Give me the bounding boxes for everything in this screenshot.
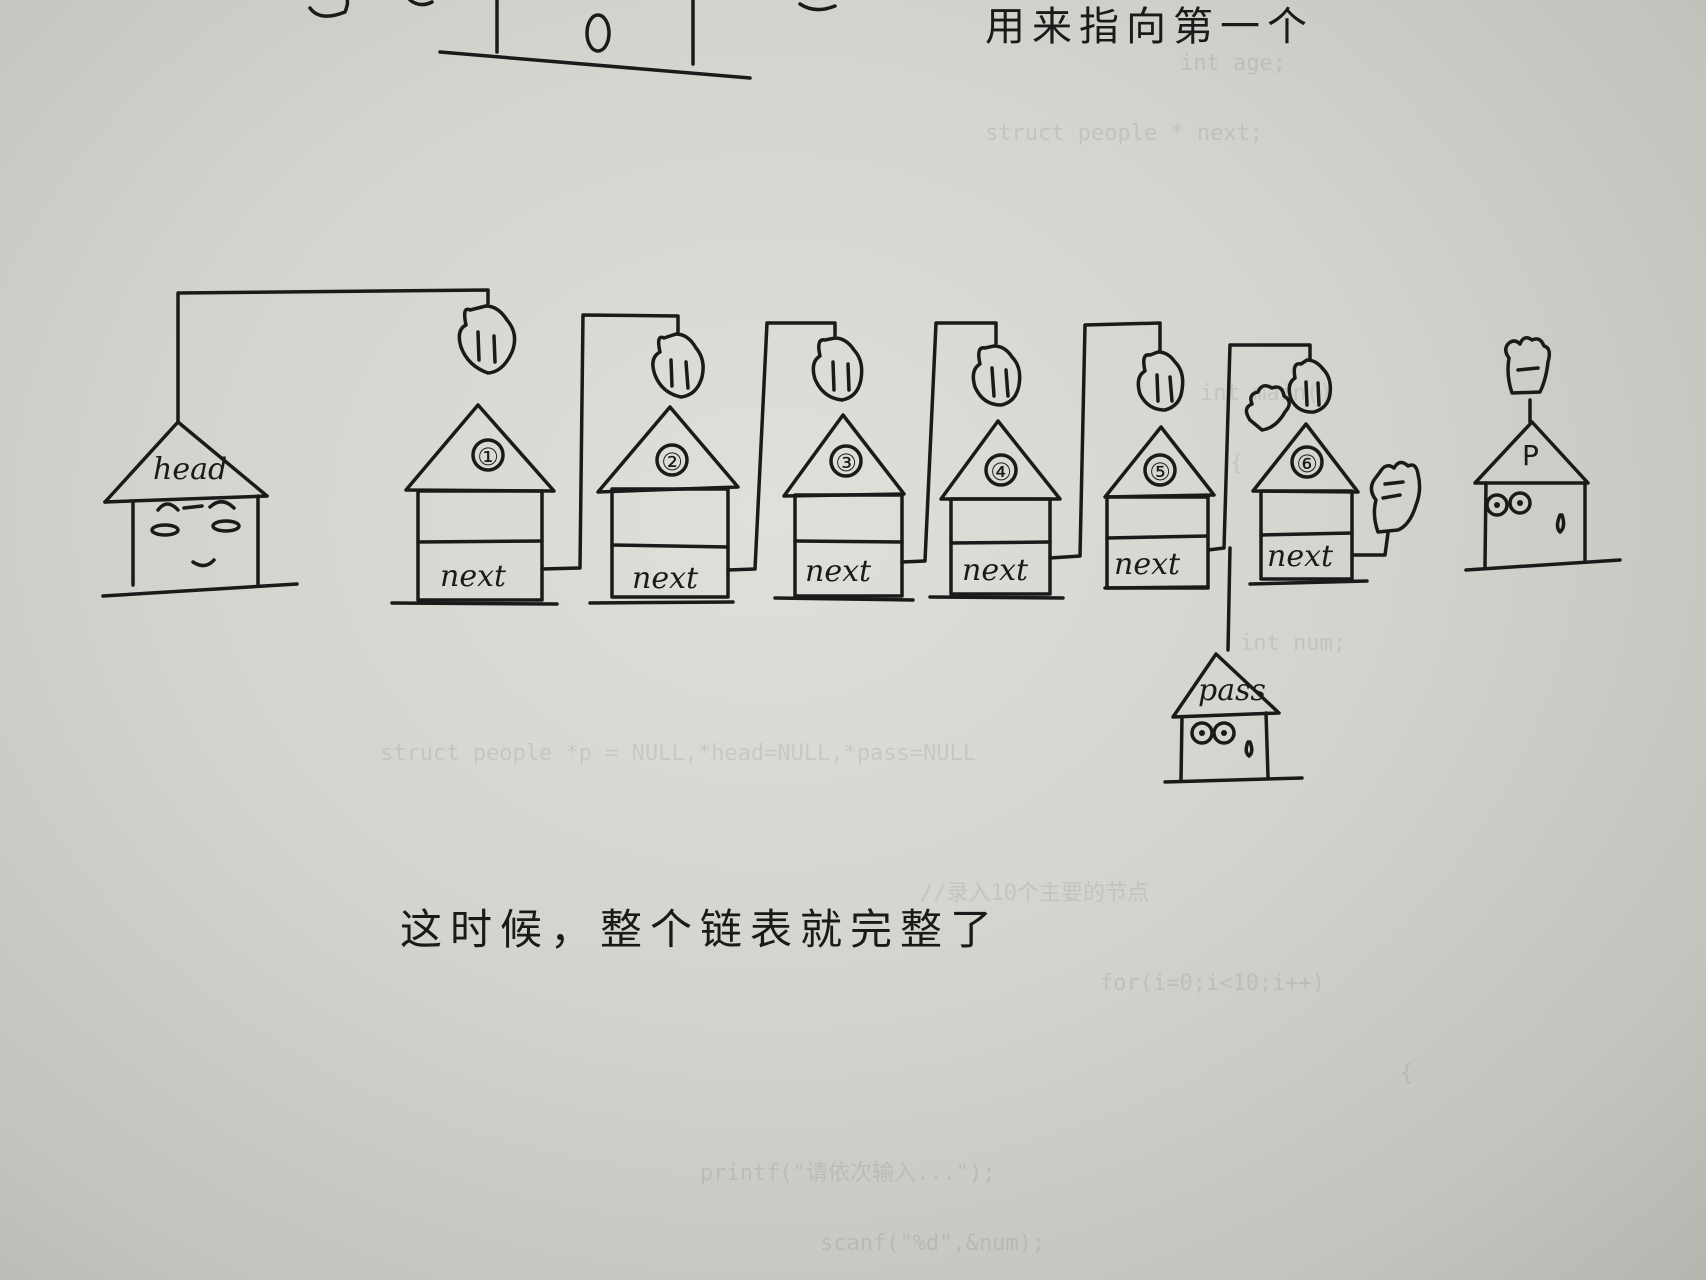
- node-3-next-field: next: [805, 554, 872, 589]
- node-4-next-field: next: [962, 553, 1029, 588]
- previous-drawing-remnant: [308, 0, 837, 80]
- pass-pointer-house: pass: [1163, 384, 1304, 784]
- top-caption: 用来指向第一个: [985, 4, 1314, 50]
- node-5-index: ⑤: [1149, 458, 1171, 486]
- svg-text:struct people * next;: struct people * next;: [985, 121, 1263, 146]
- svg-text:{: {: [1400, 1061, 1413, 1086]
- head-label: head: [153, 452, 227, 487]
- bottom-caption: 这时候，整个链表就完整了: [400, 905, 1001, 954]
- hand-raised-icon: [1369, 460, 1422, 534]
- p-pointer-house: P: [1464, 336, 1622, 572]
- hand-pointing-down-icon: [1287, 358, 1333, 414]
- node-3-index: ③: [835, 449, 857, 477]
- list-node-1: ① next: [390, 403, 559, 606]
- previous-drawing-digit: 0: [586, 47, 587, 49]
- node-4-index: ④: [990, 458, 1012, 486]
- svg-text:int age;: int age;: [1180, 51, 1286, 76]
- node-2-next-field: next: [632, 561, 699, 596]
- svg-text:int num;: int num;: [1240, 631, 1346, 656]
- list-node-2: ② next: [588, 405, 740, 605]
- pass-label: pass: [1198, 673, 1266, 708]
- list-node-3: ③ next: [773, 413, 915, 602]
- svg-text://录入10个主要的节点: //录入10个主要的节点: [920, 881, 1149, 906]
- svg-text:{: {: [1230, 451, 1243, 476]
- list-node-4: ④ next: [928, 419, 1065, 600]
- node2-to-node3-link: [726, 321, 837, 572]
- node-1-index: ①: [477, 443, 499, 471]
- node3-to-node4-link: [900, 321, 998, 564]
- hand-pointing-down-icon: [971, 344, 1022, 407]
- svg-text:printf("请依次输入...");: printf("请依次输入...");: [700, 1161, 995, 1186]
- node-6-next-field: next: [1267, 539, 1334, 574]
- hand-pointing-down-icon: [1136, 350, 1185, 412]
- node-6-index: ⑥: [1296, 450, 1318, 478]
- svg-text:scanf("%d",&num);: scanf("%d",&num);: [820, 1231, 1045, 1256]
- head-to-node1-link: [176, 288, 490, 424]
- p-label: P: [1522, 439, 1539, 472]
- node4-to-node5-link: [1048, 321, 1162, 560]
- node-5-next-field: next: [1114, 547, 1181, 582]
- list-node-5: ⑤ next: [1103, 425, 1216, 590]
- hand-pointing-down-icon: [811, 336, 864, 402]
- svg-text:for(i=0;i<10;i++): for(i=0;i<10;i++): [1100, 971, 1325, 996]
- hand-pointing-down-icon: [651, 332, 705, 399]
- svg-text:struct people *p = NULL,*head=: struct people *p = NULL,*head=NULL,*pass…: [380, 741, 976, 766]
- node-2-index: ②: [661, 448, 683, 476]
- head-node-house: head: [101, 420, 299, 598]
- list-node-6: ⑥ next: [1248, 422, 1390, 586]
- node-1-next-field: next: [440, 559, 507, 594]
- hand-pointing-down-icon: [457, 304, 517, 375]
- node5-to-node6-link: [1206, 343, 1312, 552]
- node1-to-node2-link: [540, 313, 680, 571]
